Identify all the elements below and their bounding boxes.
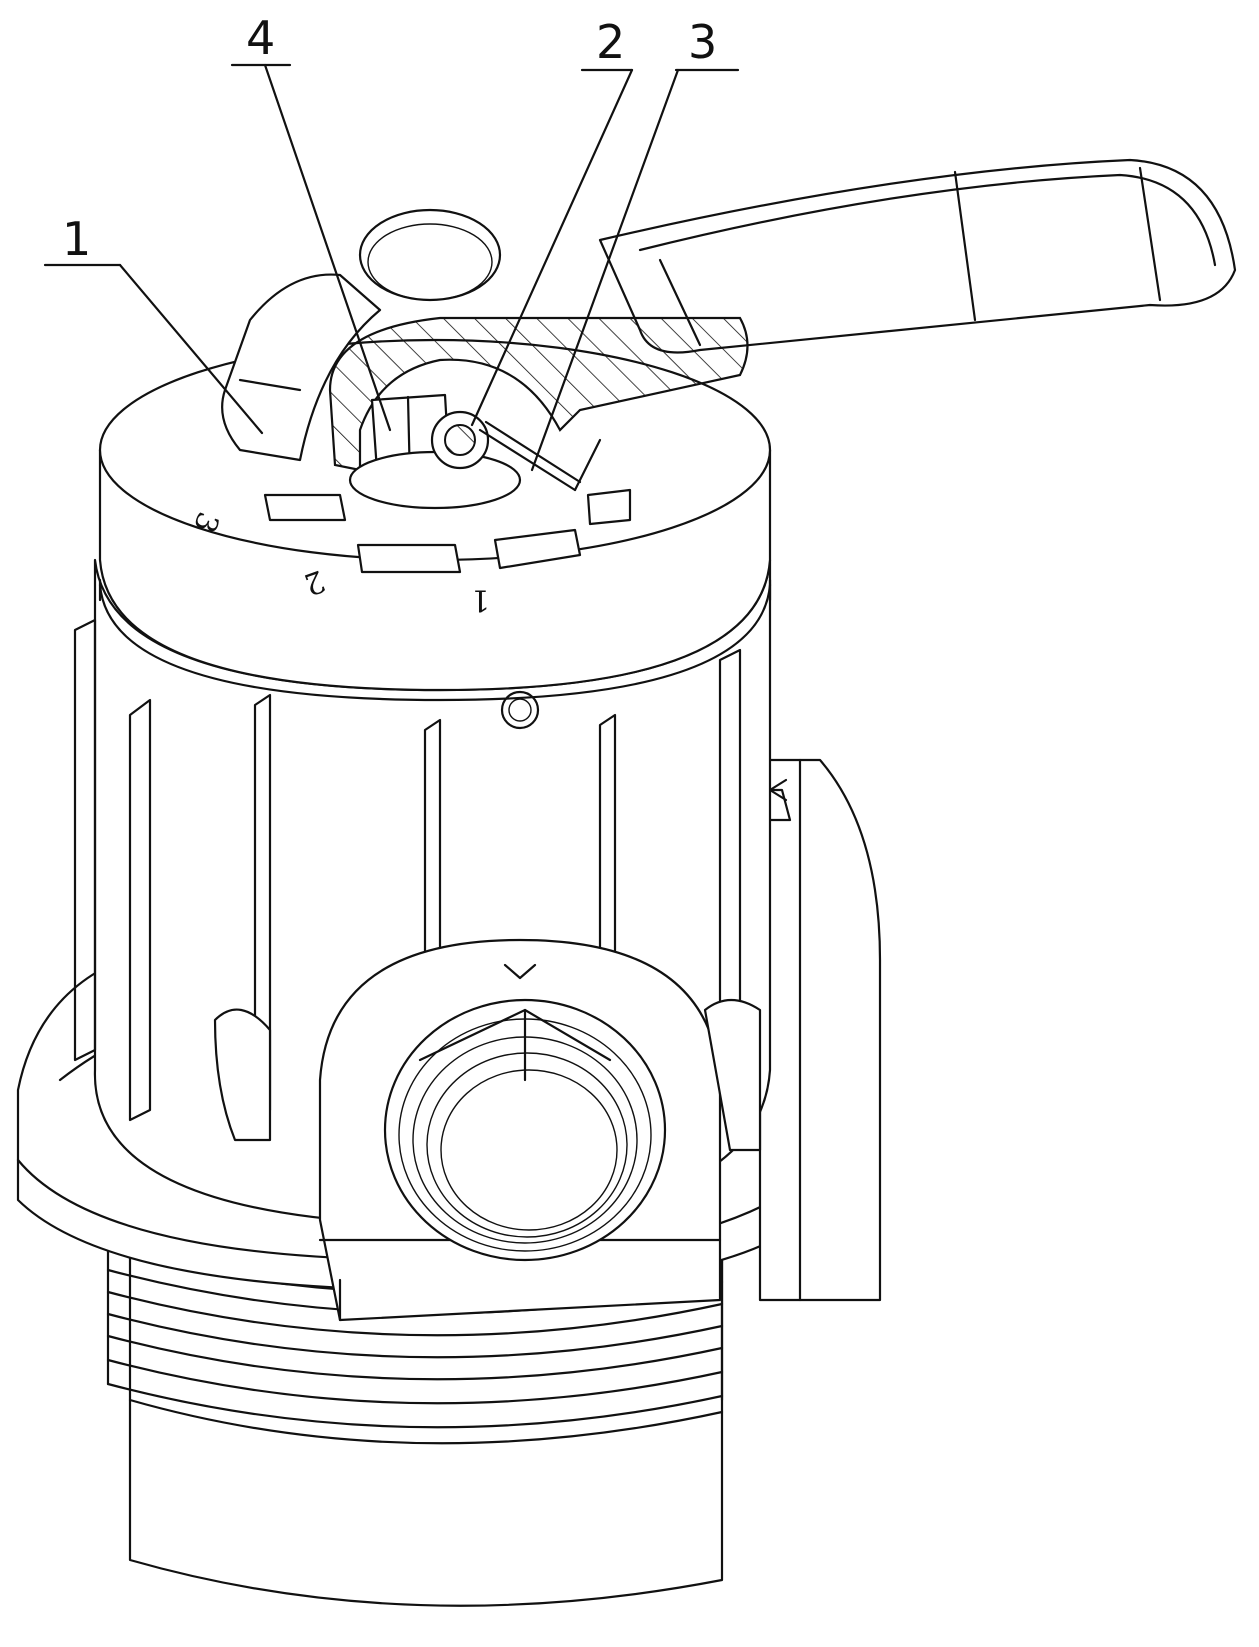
shoulder-lugs: [213, 998, 762, 1152]
handle-lever: [221, 158, 1237, 510]
front-port: [318, 938, 722, 1322]
callout-4: 4: [246, 11, 275, 65]
callout-3: 3: [688, 15, 717, 69]
dial-mark-1: 1: [471, 582, 490, 617]
callout-2: 2: [596, 15, 625, 69]
callout-1: 1: [62, 212, 91, 266]
dial-detents: [263, 488, 632, 574]
callout-leaders: [43, 63, 740, 472]
bottom-thread: [106, 1238, 724, 1607]
side-port-boss: [758, 758, 882, 1302]
callout-labels: 1 2 3 4: [62, 11, 717, 266]
